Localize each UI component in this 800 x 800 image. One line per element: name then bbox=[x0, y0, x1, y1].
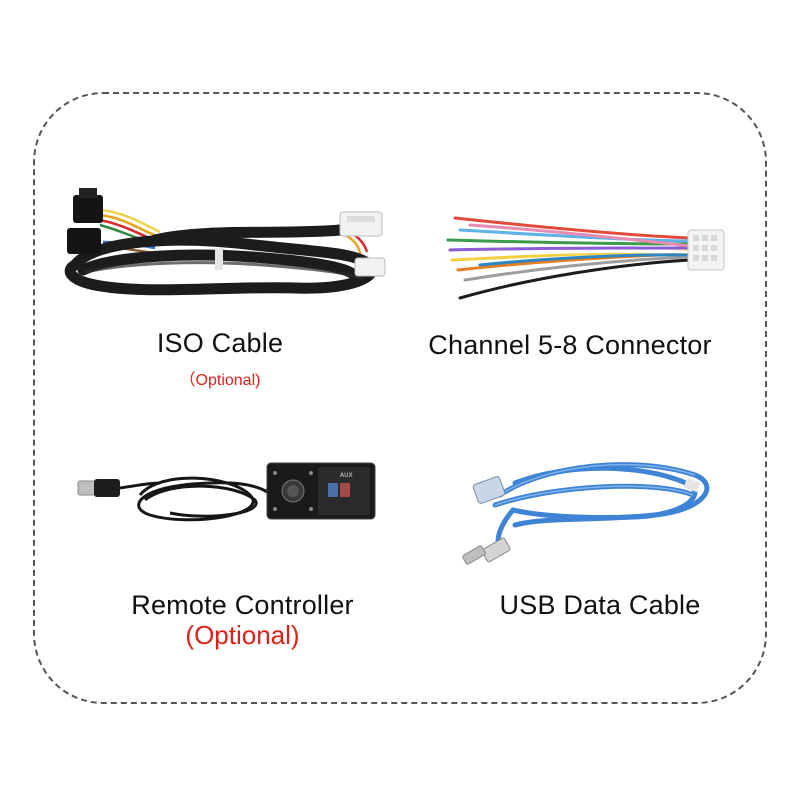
dashed-frame bbox=[33, 92, 767, 704]
remote-controller-image: AUX bbox=[77, 462, 376, 522]
remote-controller-optional-label: (Optional) bbox=[185, 620, 300, 650]
remote-screen-text: AUX bbox=[340, 472, 353, 479]
iso-cable-image bbox=[64, 188, 386, 296]
channel-connector-label: Channel 5-8 Connector bbox=[428, 330, 712, 360]
usb-data-cable-label: USB Data Cable bbox=[499, 590, 701, 620]
remote-controller-label: Remote Controller bbox=[131, 590, 354, 620]
iso-cable-label: ISO Cable bbox=[156, 328, 284, 358]
channel-connector-image bbox=[446, 216, 725, 300]
iso-cable-optional-label: （Optional) bbox=[179, 372, 261, 389]
usb-cable-image bbox=[462, 462, 710, 565]
